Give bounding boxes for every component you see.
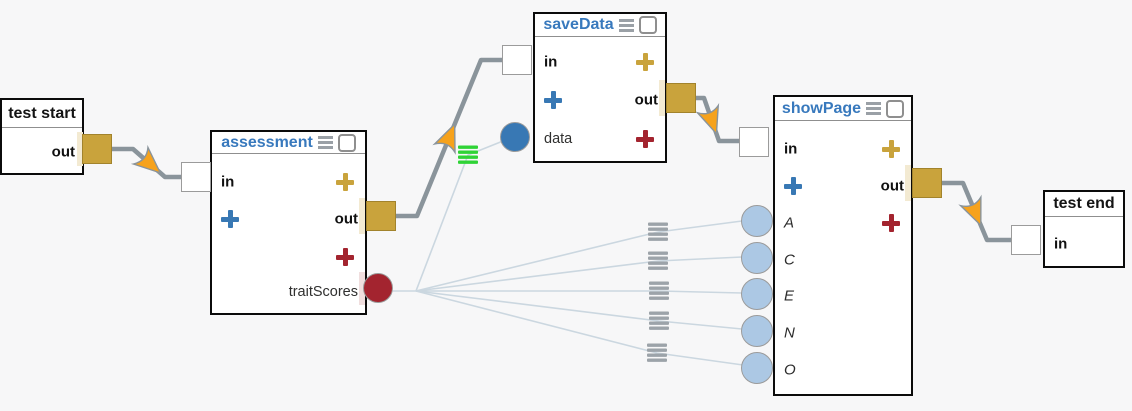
connector-test-end-in[interactable] xyxy=(1011,225,1041,255)
add-red-port-button[interactable] xyxy=(882,214,900,232)
flow-arrow-icon xyxy=(432,122,456,155)
node-checkbox[interactable] xyxy=(638,16,657,34)
data-wire[interactable] xyxy=(415,290,743,330)
node-header: test end xyxy=(1045,192,1123,217)
port-label-in: in xyxy=(1054,235,1068,253)
port-label-O: O xyxy=(784,361,796,379)
port-label-in: in xyxy=(784,140,798,158)
hamburger-icon[interactable] xyxy=(866,102,882,115)
node-test-end[interactable]: test end in xyxy=(1043,190,1125,268)
port-halo xyxy=(905,165,911,201)
add-red-port-button[interactable] xyxy=(636,130,654,148)
port-label-A: A xyxy=(784,214,795,232)
flow-arrow-icon xyxy=(695,103,720,136)
node-title: assessment xyxy=(221,133,313,151)
list-lines-icon[interactable] xyxy=(648,222,668,241)
node-assessment[interactable]: assessment in out traitScores xyxy=(210,130,367,315)
port-halo xyxy=(77,132,83,166)
list-lines-icon[interactable] xyxy=(647,343,667,362)
connector-assessment-traitScores[interactable] xyxy=(363,273,393,303)
add-blue-port-button[interactable] xyxy=(784,177,802,195)
flow-arrow-icon xyxy=(958,194,982,227)
node-header: saveData xyxy=(535,14,665,37)
list-lines-icon[interactable] xyxy=(648,251,668,270)
port-halo xyxy=(359,272,365,305)
connector-showPage-A[interactable] xyxy=(741,205,773,237)
add-gold-port-button[interactable] xyxy=(636,53,654,71)
node-checkbox[interactable] xyxy=(886,99,905,118)
node-title: test start xyxy=(8,104,76,122)
connector-saveData-data[interactable] xyxy=(500,122,530,152)
connector-showPage-N[interactable] xyxy=(741,315,773,347)
connector-showPage-C[interactable] xyxy=(741,242,773,274)
port-label-N: N xyxy=(784,324,795,342)
port-halo xyxy=(359,198,365,234)
port-label-traitScores: traitScores xyxy=(288,284,358,300)
port-label-out: out xyxy=(880,177,904,195)
data-wire[interactable] xyxy=(415,290,744,366)
add-gold-port-button[interactable] xyxy=(882,140,900,158)
connector-showPage-O[interactable] xyxy=(741,352,773,384)
data-wire[interactable] xyxy=(415,140,504,292)
add-blue-port-button[interactable] xyxy=(221,210,239,228)
add-red-port-button[interactable] xyxy=(336,248,354,266)
connector-assessment-in[interactable] xyxy=(181,162,211,192)
connector-saveData-in[interactable] xyxy=(502,45,532,75)
port-label-out: out xyxy=(334,210,358,228)
port-label-out: out xyxy=(51,143,75,161)
node-title: test end xyxy=(1053,195,1115,212)
connector-test-start-out[interactable] xyxy=(82,134,112,164)
list-lines-icon[interactable] xyxy=(649,311,669,330)
node-test-start[interactable]: test start out xyxy=(0,98,84,175)
node-checkbox[interactable] xyxy=(337,133,356,152)
data-wire[interactable] xyxy=(416,290,743,294)
node-saveData[interactable]: saveData in out data xyxy=(533,12,667,163)
add-blue-port-button[interactable] xyxy=(544,91,562,109)
port-label-in: in xyxy=(221,173,235,191)
connector-saveData-out[interactable] xyxy=(666,83,696,113)
node-title: saveData xyxy=(543,16,614,33)
port-label-data: data xyxy=(544,131,573,147)
port-label-C: C xyxy=(784,251,795,269)
flow-arrow-icon xyxy=(130,144,162,175)
port-label-out: out xyxy=(634,91,658,109)
data-wire[interactable] xyxy=(415,256,743,292)
data-wire[interactable] xyxy=(415,220,743,292)
node-title: showPage xyxy=(781,99,862,117)
connector-showPage-in[interactable] xyxy=(739,127,769,157)
node-header: assessment xyxy=(212,132,365,154)
list-lines-icon[interactable] xyxy=(649,281,669,300)
port-halo xyxy=(659,80,665,116)
connector-showPage-E[interactable] xyxy=(741,278,773,310)
node-header: test start xyxy=(2,100,82,128)
add-gold-port-button[interactable] xyxy=(336,173,354,191)
port-label-in: in xyxy=(544,53,558,71)
connector-assessment-out[interactable] xyxy=(366,201,396,231)
node-header: showPage xyxy=(775,97,911,121)
hamburger-icon[interactable] xyxy=(618,18,634,32)
list-lines-icon[interactable] xyxy=(458,145,478,164)
hamburger-icon[interactable] xyxy=(317,136,333,149)
port-label-E: E xyxy=(784,287,795,305)
connector-showPage-out[interactable] xyxy=(912,168,942,198)
